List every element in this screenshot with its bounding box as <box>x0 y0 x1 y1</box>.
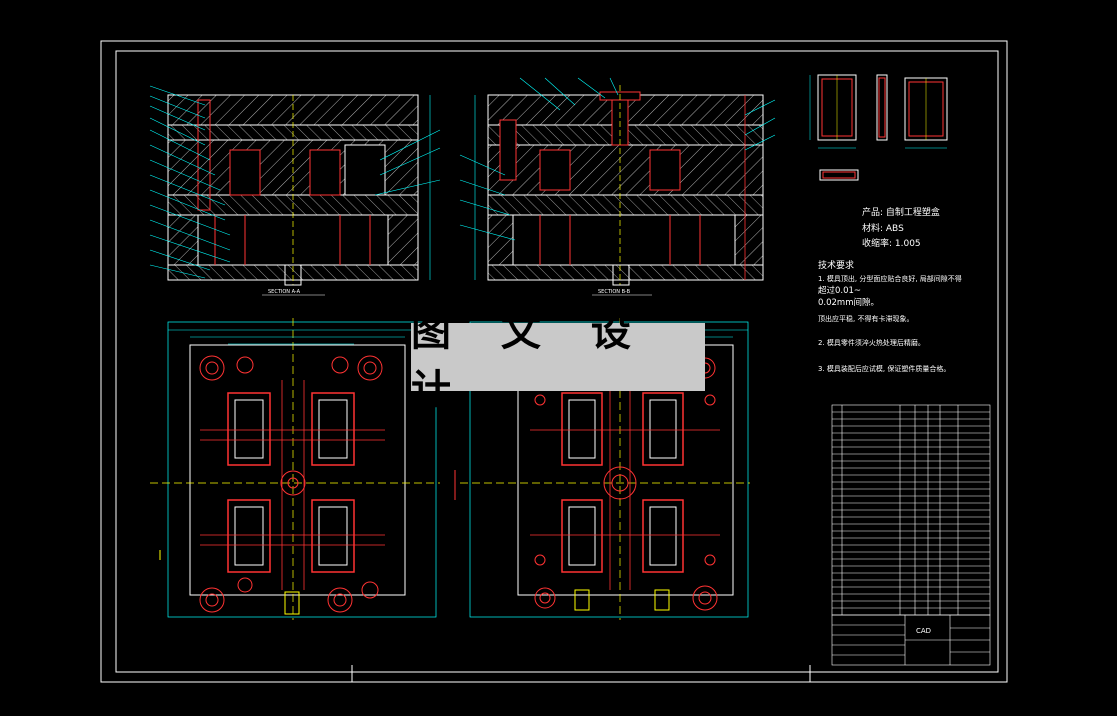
section-view-left: SECTION A-A <box>149 85 441 296</box>
part-views <box>809 74 948 181</box>
section-view-right: SECTION B-B <box>459 77 776 296</box>
requirements-line-2: 超过0.01~ <box>818 286 862 296</box>
title-block <box>831 614 991 666</box>
title-block-logo: CAD <box>916 627 931 635</box>
requirements-title: 技术要求 <box>818 261 855 271</box>
product-material: 材料: ABS <box>862 224 904 234</box>
product-shrinkage: 收缩率: 1.005 <box>862 239 921 249</box>
requirements-line-6: 3. 模具装配后应试模, 保证塑件质量合格。 <box>818 365 951 373</box>
requirements-line-3: 0.02mm间隙。 <box>818 298 879 308</box>
inner-frame <box>115 50 999 673</box>
requirements-line-1: 1. 模具顶出, 分型面应贴合良好, 局部间隙不得 <box>818 275 962 283</box>
svg-text:SECTION B-B: SECTION B-B <box>598 289 631 295</box>
watermark: 图 文 设 计 <box>411 308 705 413</box>
requirements-line-4: 顶出应平稳, 不得有卡滞现象。 <box>818 315 914 323</box>
svg-text:SECTION A-A: SECTION A-A <box>268 289 301 295</box>
outer-frame <box>100 40 1008 683</box>
plan-view-left <box>150 318 440 620</box>
requirements-line-5: 2. 模具零件须淬火热处理后精磨。 <box>818 339 925 347</box>
product-name: 产品: 自制工程塑盒 <box>862 208 940 218</box>
